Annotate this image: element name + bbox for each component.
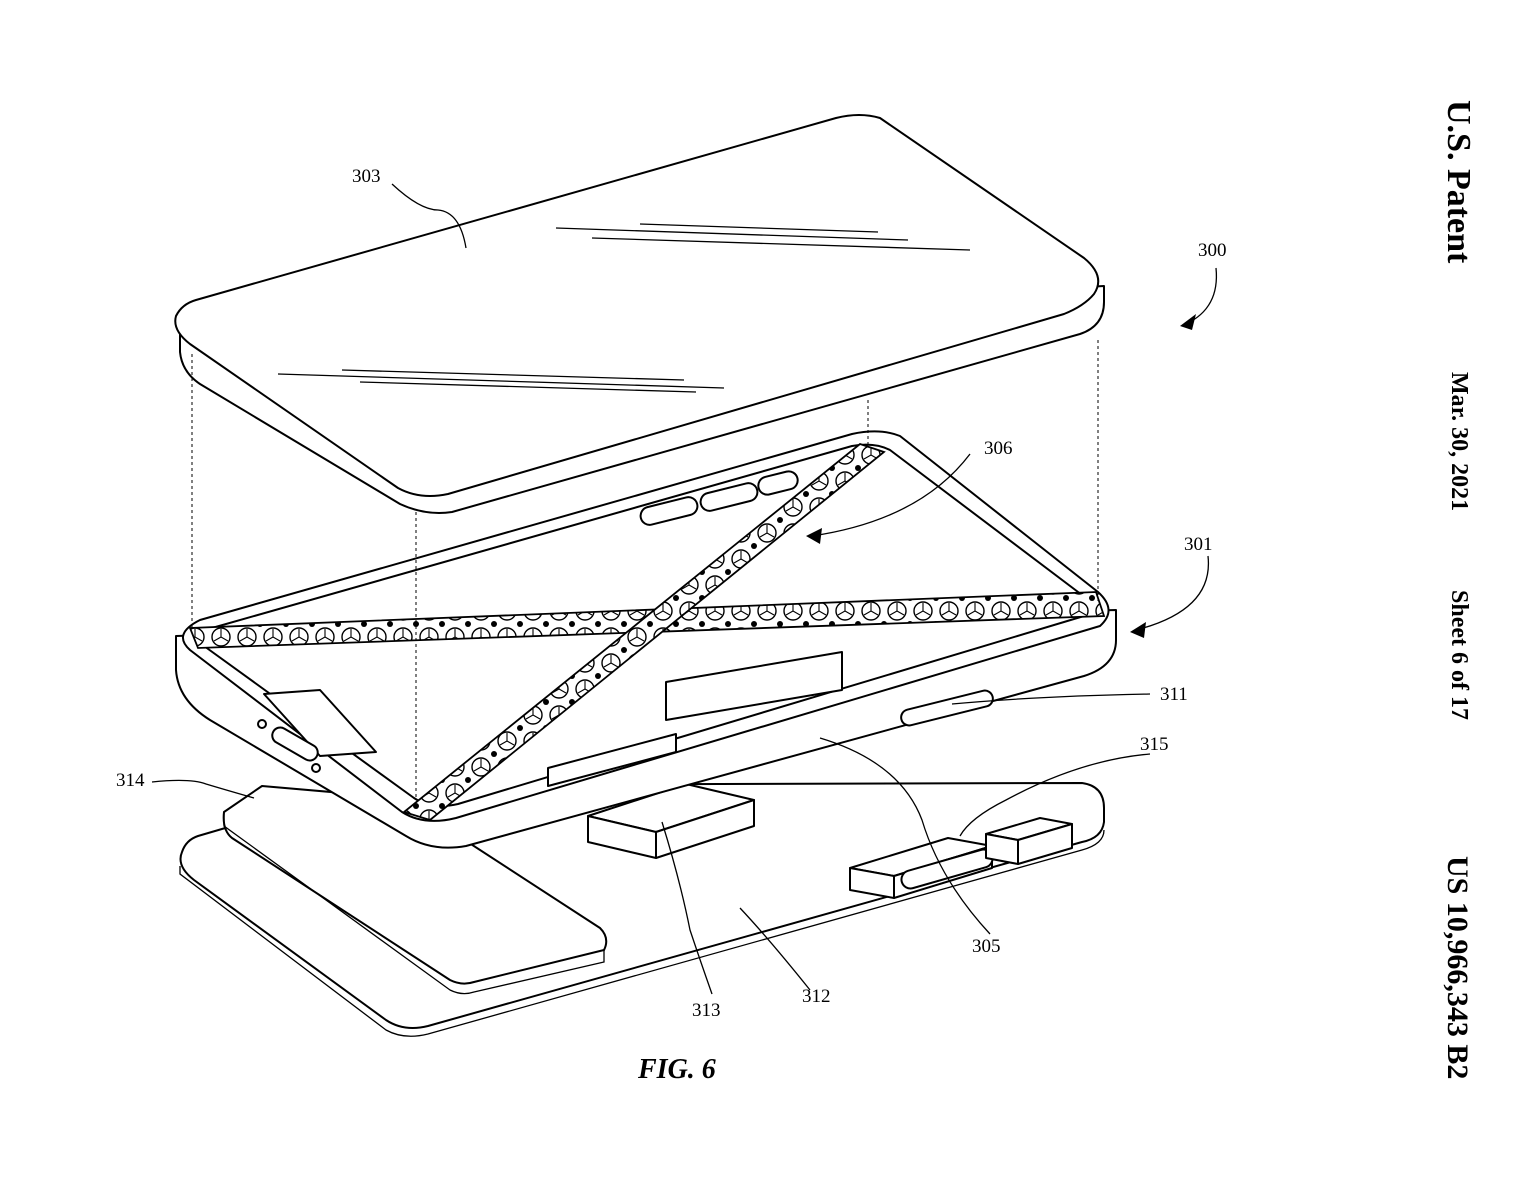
label-306: 306 <box>984 438 1013 459</box>
battery-314 <box>222 785 608 995</box>
header-title: U.S. Patent <box>1440 100 1477 264</box>
cover-glass-303 <box>174 114 1105 514</box>
header-patent-number: US 10,966,343 B2 <box>1441 856 1474 1079</box>
leader-lines <box>151 183 1218 995</box>
component-315 <box>849 817 1073 899</box>
label-305: 305 <box>972 936 1001 957</box>
figure-caption: FIG. 6 <box>637 1054 716 1085</box>
component-313 <box>587 783 755 859</box>
alignment-lines <box>191 340 1099 800</box>
label-303: 303 <box>352 166 381 187</box>
label-315: 315 <box>1140 734 1169 755</box>
label-300: 300 <box>1198 240 1227 261</box>
label-313: 313 <box>692 1000 721 1021</box>
label-312: 312 <box>802 986 831 1007</box>
reference-labels: 303 300 306 301 311 315 314 305 312 313 <box>116 166 1227 1021</box>
label-314: 314 <box>116 770 145 791</box>
header-sheet: Sheet 6 of 17 <box>1446 590 1472 720</box>
label-311: 311 <box>1160 684 1188 705</box>
antenna-band-306 <box>188 442 1106 822</box>
header-date: Mar. 30, 2021 <box>1446 372 1472 511</box>
patent-header: U.S. Patent Mar. 30, 2021 Sheet 6 of 17 … <box>1440 100 1477 1079</box>
label-301: 301 <box>1184 534 1213 555</box>
